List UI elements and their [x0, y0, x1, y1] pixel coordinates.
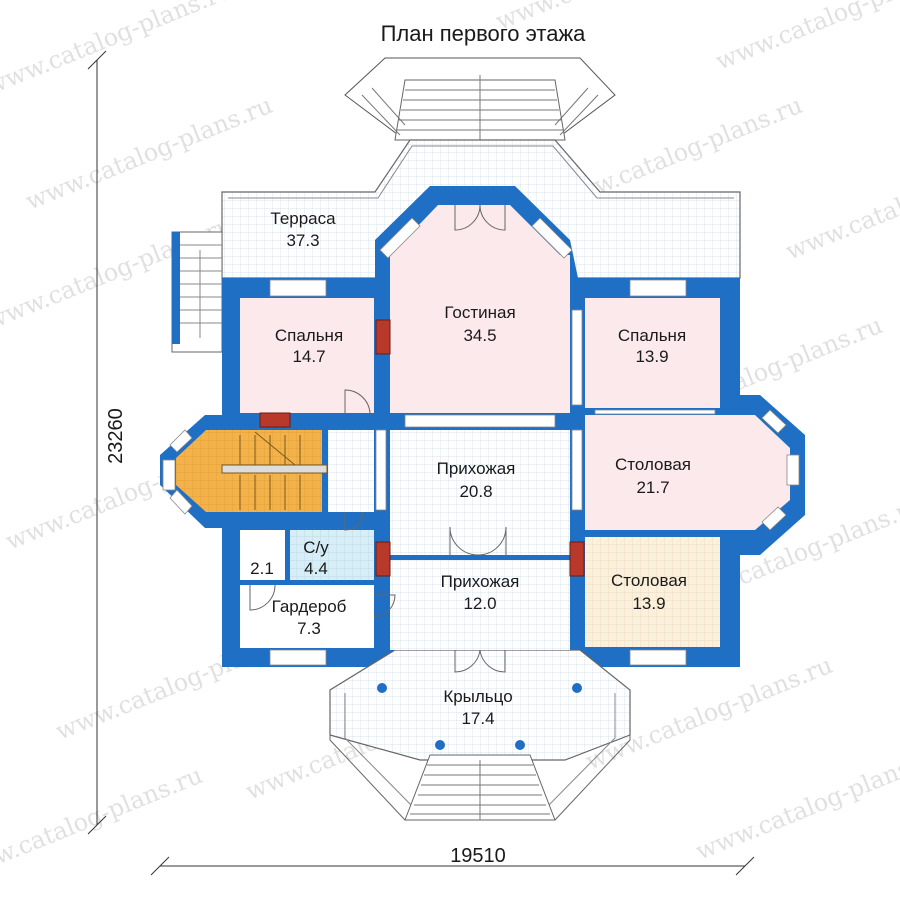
watermark: www.catalog-plans.ru: [692, 741, 900, 866]
north-steps: [344, 57, 616, 141]
room-name: Терраса: [270, 209, 336, 228]
bathroom: [290, 530, 374, 580]
porch: [329, 649, 631, 821]
room-area: 34.5: [463, 326, 496, 345]
wardrobe: [240, 585, 374, 648]
room-area: 20.8: [459, 482, 492, 501]
room-area: 12.0: [463, 594, 496, 613]
dimension-lines: [87, 50, 755, 876]
side-stair: [171, 231, 223, 353]
doors: [249, 204, 507, 673]
room-area: 2.1: [250, 559, 274, 578]
watermark: www.catalog-plans.ru: [782, 141, 900, 266]
room-area: 7.3: [297, 619, 321, 638]
dining-small: [585, 537, 720, 647]
room-name: Столовая: [615, 455, 691, 474]
plan-title: План первого этажа: [381, 21, 587, 46]
bedroom-right: [585, 298, 720, 408]
room-name: Гардероб: [272, 597, 347, 616]
hall-small: [390, 560, 570, 625]
room-area: 14.7: [292, 347, 325, 366]
room-area: 4.4: [304, 559, 328, 578]
room-area: 13.9: [632, 594, 665, 613]
room-name: Прихожая: [437, 459, 516, 478]
hall-stair-area: [328, 430, 374, 512]
dimension-height: 23260: [105, 408, 127, 464]
room-name: Гостиная: [444, 303, 515, 322]
bedroom-left: [240, 298, 374, 413]
room-name: Спальня: [618, 326, 686, 345]
chimneys: [259, 319, 585, 577]
room-name: Столовая: [611, 571, 687, 590]
room-name: Прихожая: [441, 572, 520, 591]
dining-large: [585, 415, 790, 530]
dimension-width: 19510: [450, 845, 506, 867]
stair-treads: [221, 431, 328, 510]
living-room: [390, 205, 570, 413]
room-area: 17.4: [461, 709, 494, 728]
room-name: Крыльцо: [443, 687, 512, 706]
hall-main: [390, 430, 570, 555]
watermark: www.catalog-plans.ru: [712, 0, 900, 76]
closet-small: [240, 530, 285, 580]
room-area: 37.3: [286, 231, 319, 250]
watermark: www.catalog-plans.ru: [0, 0, 236, 101]
windows: [162, 217, 800, 666]
hall-lower: [390, 625, 570, 650]
room-name: Спальня: [275, 326, 343, 345]
watermark: www.catalog-plans.ru: [0, 761, 206, 886]
room-area: 13.9: [635, 347, 668, 366]
room-name: С/у: [303, 538, 329, 557]
room-area: 21.7: [636, 478, 669, 497]
